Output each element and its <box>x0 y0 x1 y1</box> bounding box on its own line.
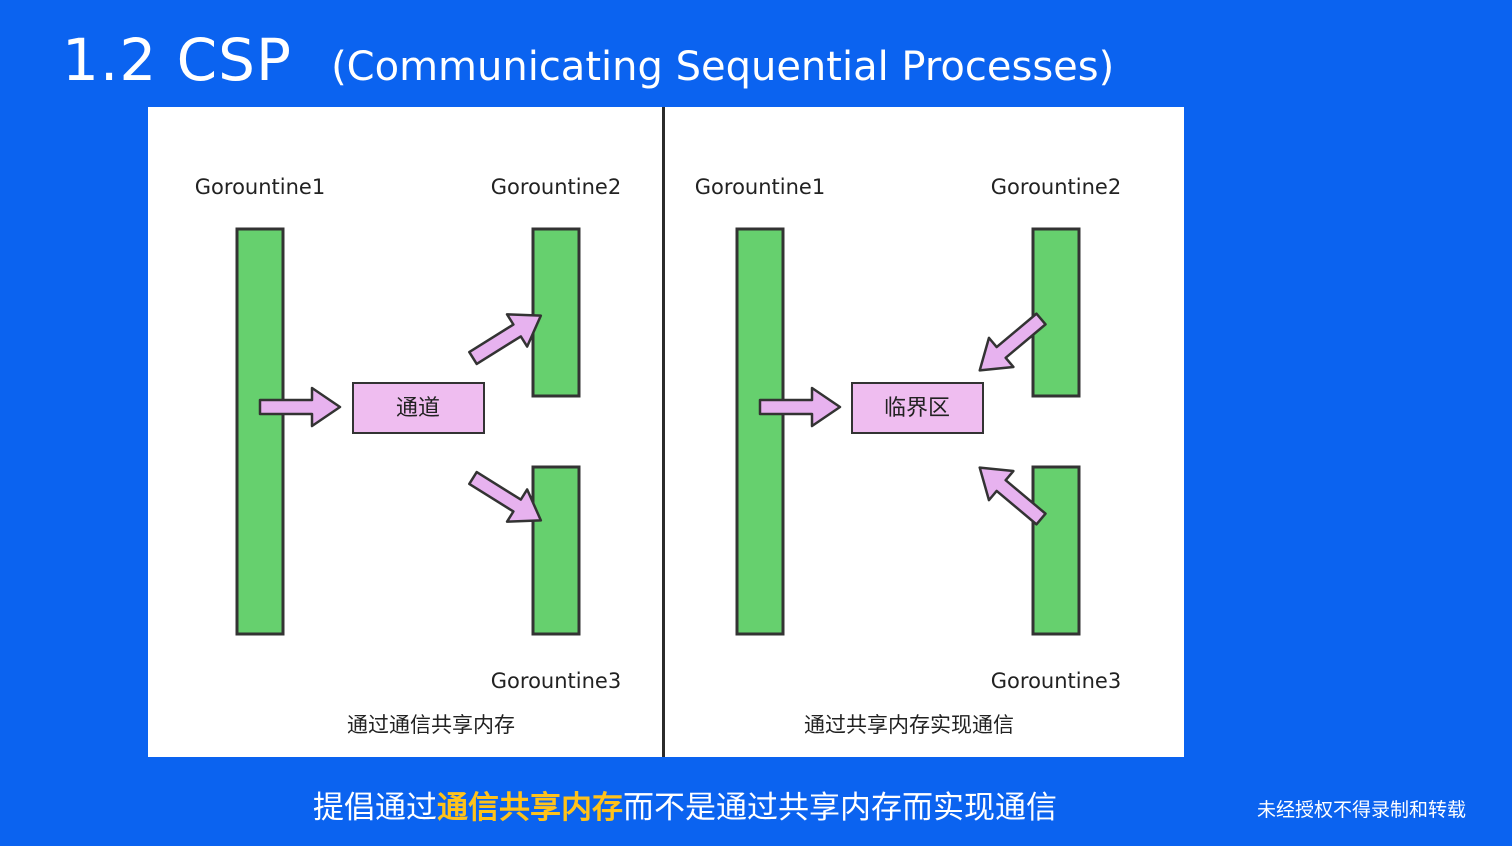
diagram-canvas: 通道 Gorountine1 Gorountine2 Gorountine3 通… <box>195 175 1121 737</box>
slide-title: 1.2 CSP (Communicating Sequential Proces… <box>62 26 1114 94</box>
critical-section-box <box>851 382 984 434</box>
right-goroutine3-bar <box>1031 465 1081 636</box>
left-goroutine2-bar <box>531 227 581 398</box>
right-goroutine2-label: Gorountine2 <box>991 175 1121 199</box>
title-subtitle: (Communicating Sequential Processes) <box>331 44 1115 90</box>
caption-pre: 提倡通过 <box>313 790 437 826</box>
left-diagram: 通道 Gorountine1 Gorountine2 Gorountine3 通… <box>195 175 621 737</box>
caption-highlight: 通信共享内存 <box>437 790 623 826</box>
right-goroutine2-bar <box>1031 227 1081 398</box>
left-goroutine3-label: Gorountine3 <box>491 669 621 693</box>
right-goroutine1-label: Gorountine1 <box>695 175 825 199</box>
channel-box-label: 通道 <box>396 396 440 421</box>
panel-divider <box>662 107 665 757</box>
footer-caption: 提倡通过通信共享内存而不是通过共享内存而实现通信 <box>0 782 1370 827</box>
left-goroutine1-bar <box>235 227 285 636</box>
diagram-panel: 通道 Gorountine1 Gorountine2 Gorountine3 通… <box>148 107 1184 757</box>
left-goroutine2-label: Gorountine2 <box>491 175 621 199</box>
left-goroutine1-label: Gorountine1 <box>195 175 325 199</box>
right-goroutine3-label: Gorountine3 <box>991 669 1121 693</box>
title-number: 1.2 CSP <box>62 26 292 94</box>
right-diagram: 临界区 Gorountine1 Gorountine2 Gorountine3 … <box>695 175 1121 737</box>
channel-box <box>352 382 485 434</box>
right-goroutine1-bar <box>735 227 785 636</box>
critical-section-label: 临界区 <box>884 396 950 421</box>
copyright-notice: 未经授权不得录制和转载 <box>1256 799 1466 821</box>
right-caption: 通过共享内存实现通信 <box>804 713 1014 737</box>
left-caption: 通过通信共享内存 <box>347 713 515 737</box>
caption-post: 而不是通过共享内存而实现通信 <box>623 790 1057 826</box>
left-goroutine3-bar <box>531 465 581 636</box>
